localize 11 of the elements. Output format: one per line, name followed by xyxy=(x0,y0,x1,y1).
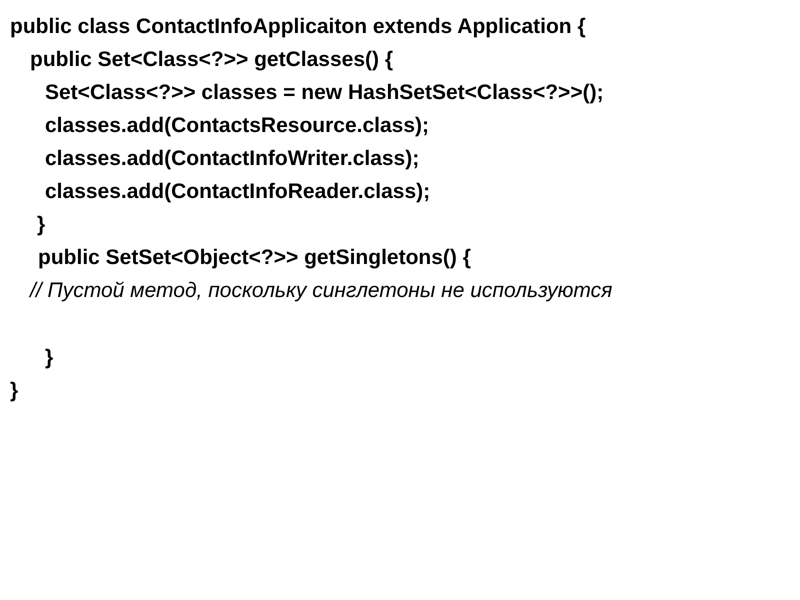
code-line: classes.add(ContactInfoWriter.class); xyxy=(45,146,420,172)
code-line: public class ContactInfoApplicaiton extends Application { xyxy=(10,14,586,40)
code-line: Set<Class<?>> classes = new HashSetSet<Class<?>>(); xyxy=(45,80,604,106)
code-line: classes.add(ContactInfoReader.class); xyxy=(45,179,430,205)
code-line: public Set<Class<?>> getClasses() { xyxy=(30,47,393,73)
code-line: classes.add(ContactsResource.class); xyxy=(45,113,429,139)
code-line: public SetSet<Object<?>> getSingletons() { xyxy=(38,245,471,271)
code-line: } xyxy=(37,212,46,238)
code-line: } xyxy=(45,345,54,371)
code-comment: // Пустой метод, поскольку синглетоны не используются xyxy=(30,278,614,304)
code-line: } xyxy=(10,378,18,404)
